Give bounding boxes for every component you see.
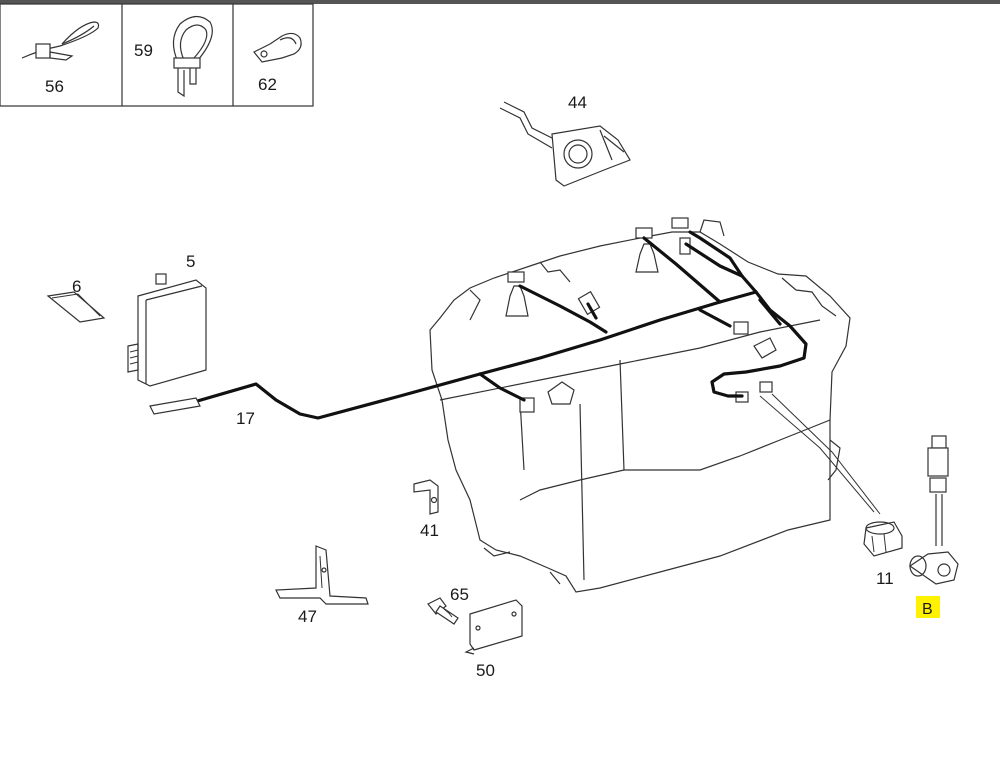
- label-41: 41: [420, 521, 439, 540]
- bracket-part-44[interactable]: [499, 101, 631, 187]
- p-clip-part-62[interactable]: [253, 32, 302, 63]
- label-47: 47: [298, 607, 317, 626]
- label-44: 44: [568, 93, 587, 112]
- label-56: 56: [45, 77, 64, 96]
- injector-2: [635, 227, 659, 273]
- label-6: 6: [72, 277, 81, 296]
- highlight-box: [916, 596, 940, 618]
- label-b[interactable]: B: [922, 601, 933, 618]
- injector-1: [505, 271, 529, 317]
- label-62: 62: [258, 75, 277, 94]
- label-50: 50: [476, 661, 495, 680]
- label-65: 65: [450, 585, 469, 604]
- grommet-part-11[interactable]: [863, 521, 903, 557]
- control-unit-part-5[interactable]: [127, 273, 207, 387]
- label-17: 17: [236, 409, 255, 428]
- bolt-part-65[interactable]: [427, 597, 459, 625]
- inset-box: [0, 3, 314, 107]
- plate-part-50[interactable]: [464, 599, 523, 655]
- cable-tie-part-56[interactable]: [21, 21, 100, 61]
- wiring-harness-part-17[interactable]: [149, 230, 808, 420]
- leader-line-11b: [771, 393, 881, 515]
- bracket-part-41[interactable]: [413, 479, 439, 515]
- connector-tag-top: [671, 217, 691, 255]
- label-59: 59: [134, 41, 153, 60]
- top-border-bar: [0, 0, 1000, 4]
- leader-line-11: [759, 395, 875, 513]
- label-5: 5: [186, 252, 195, 271]
- label-11: 11: [876, 569, 894, 588]
- engine-block: [429, 219, 851, 593]
- clamp-part-59[interactable]: [172, 15, 213, 98]
- sensor-part-b[interactable]: [908, 435, 959, 585]
- bracket-part-47[interactable]: [275, 545, 369, 605]
- pad-part-6[interactable]: [46, 291, 106, 323]
